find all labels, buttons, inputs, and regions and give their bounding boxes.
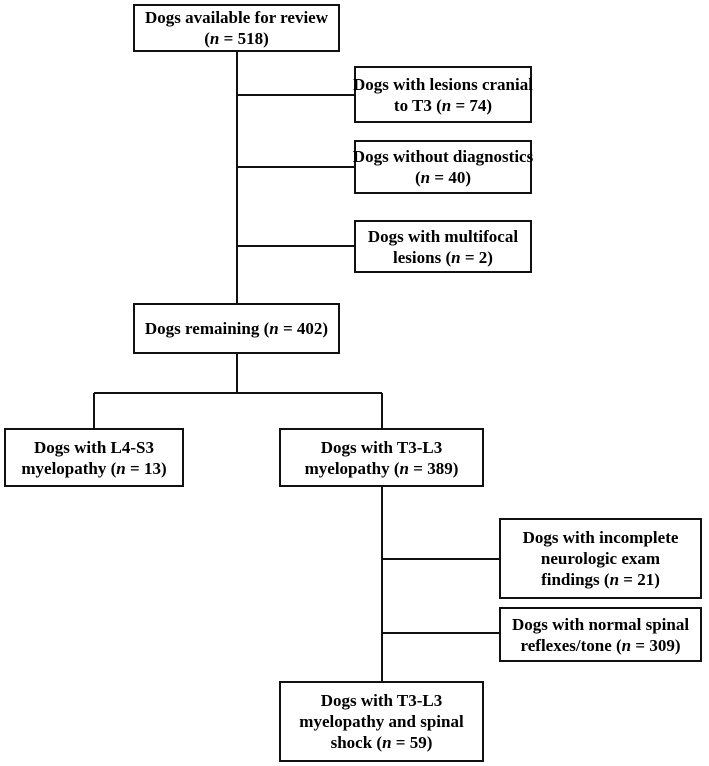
node-text-line: shock (n = 59): [331, 732, 433, 753]
node-text-line: myelopathy (n = 389): [305, 458, 459, 479]
text-segment: (: [415, 168, 421, 187]
node-text-line: Dogs with T3-L3: [321, 690, 443, 711]
node-text-line: Dogs with L4-S3: [34, 437, 154, 458]
text-segment: Dogs with normal spinal: [511, 614, 690, 634]
text-segment: = 13): [125, 458, 167, 478]
node-text-line: findings (n = 21): [541, 569, 660, 590]
node-text-line: myelopathy (n = 13): [21, 458, 166, 479]
node-text-line: Dogs without diagnostics: [353, 146, 533, 167]
node-text-line: Dogs remaining (n = 402): [145, 318, 328, 339]
text-segment: = 40): [430, 168, 471, 187]
node-text-line: Dogs with T3-L3: [321, 437, 443, 458]
sample-size-symbol: n: [441, 95, 452, 115]
node-no-diagnostics: Dogs without diagnostics(n = 40): [353, 140, 533, 194]
text-segment: Dogs with T3-L3: [320, 691, 443, 710]
text-segment: Dogs with T3-L3: [320, 437, 443, 457]
text-segment: Dogs available for review: [144, 8, 329, 27]
text-segment: neurologic exam: [540, 549, 661, 568]
sample-size-symbol: n: [609, 570, 620, 589]
text-segment: Dogs with incomplete: [522, 528, 679, 547]
sample-size-symbol: n: [621, 635, 632, 655]
node-text-line: myelopathy and spinal: [299, 711, 463, 732]
text-segment: Dogs with L4-S3: [34, 437, 154, 457]
text-segment: findings (: [541, 570, 610, 589]
text-segment: = 2): [460, 247, 493, 267]
node-text-line: (n = 40): [415, 167, 471, 188]
text-segment: = 21): [619, 570, 660, 589]
sample-size-symbol: n: [451, 247, 461, 267]
text-segment: lesions (: [393, 247, 452, 267]
sample-size-symbol: n: [399, 458, 410, 478]
sample-size-symbol: n: [382, 733, 392, 752]
text-segment: = 389): [409, 458, 459, 478]
text-segment: = 309): [631, 635, 681, 655]
sample-size-symbol: n: [116, 458, 126, 478]
text-segment: (: [204, 29, 210, 48]
node-text-line: Dogs with incomplete: [523, 527, 679, 548]
sample-size-symbol: n: [269, 319, 279, 338]
node-remaining: Dogs remaining (n = 402): [133, 303, 340, 354]
node-text-line: neurologic exam: [541, 548, 660, 569]
node-available: Dogs available for review(n = 518): [133, 4, 340, 52]
text-segment: myelopathy and spinal: [299, 712, 464, 731]
node-text-line: reflexes/tone (n = 309): [521, 635, 681, 656]
node-text-line: lesions (n = 2): [393, 247, 493, 268]
text-segment: myelopathy (: [21, 458, 117, 478]
text-segment: myelopathy (: [304, 458, 400, 478]
sample-size-symbol: n: [209, 29, 220, 48]
sample-size-symbol: n: [420, 168, 431, 187]
text-segment: = 59): [391, 733, 433, 752]
text-segment: = 74): [451, 95, 493, 115]
text-segment: = 402): [278, 319, 329, 338]
text-segment: Dogs remaining (: [144, 319, 270, 338]
text-segment: Dogs with multifocal: [367, 226, 519, 246]
node-text-line: to T3 (n = 74): [394, 95, 492, 116]
text-segment: Dogs without diagnostics: [352, 147, 534, 166]
text-segment: shock (: [330, 733, 383, 752]
text-segment: reflexes/tone (: [520, 635, 622, 655]
text-segment: = 518): [219, 29, 269, 48]
node-text-line: Dogs available for review: [145, 7, 328, 28]
node-text-line: Dogs with normal spinal: [512, 614, 689, 635]
node-text-line: Dogs with multifocal: [368, 226, 518, 247]
node-text-line: (n = 518): [204, 28, 269, 49]
text-segment: Dogs with lesions cranial: [353, 74, 533, 94]
node-text-line: Dogs with lesions cranial: [353, 74, 533, 95]
text-segment: to T3 (: [393, 95, 442, 115]
